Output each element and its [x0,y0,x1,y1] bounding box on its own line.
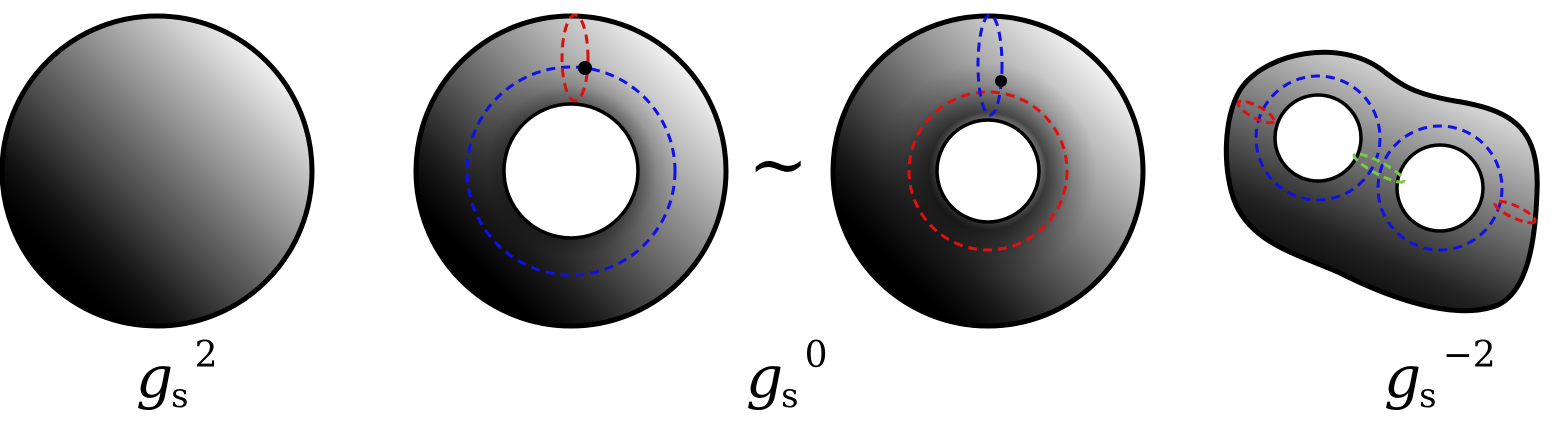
genus2-separating-cycle [1352,152,1406,184]
torus-left [413,13,729,329]
genus2-cycle-a-left [1254,74,1382,202]
genus2-cycle-a-right [1376,124,1504,252]
torus-right-cycle-a [907,90,1069,252]
torus-left-cycle-a [465,65,677,277]
torus-left-cycle-b [560,13,590,103]
label-genus2-weight: gs−2 [1384,338,1496,414]
torus-left-intersection-point [578,61,592,75]
genus2-cycle-b-right [1493,199,1537,225]
label-torus-base: g [746,343,784,411]
label-torus-subscript: s [781,376,799,416]
genus2-cycle-b-left [1236,99,1276,125]
torus-right-intersection-point [995,75,1007,87]
genus2-body [1223,49,1540,314]
label-torus-exponent: 0 [804,335,828,376]
torus-right-hole [935,118,1041,224]
equivalence-tilde: ∼ [748,122,809,206]
label-sphere-weight: gs2 [136,338,218,414]
label-genus2-subscript: s [1419,376,1437,416]
label-sphere-exponent: 2 [194,335,218,376]
label-genus2-base: g [1384,343,1422,411]
genus2-hole-left [1273,93,1363,183]
sphere-surface [0,13,315,329]
label-sphere-base: g [136,343,174,411]
label-genus2-exponent: −2 [1442,335,1496,376]
genus2-surface [1223,49,1540,314]
torus-left-hole [502,102,640,240]
label-torus-weight: gs0 [746,338,828,414]
label-sphere-subscript: s [171,376,189,416]
genus2-hole-right [1395,143,1485,233]
torus-right-cycle-b [976,13,1004,117]
torus-right [830,13,1146,329]
sphere [0,13,315,329]
